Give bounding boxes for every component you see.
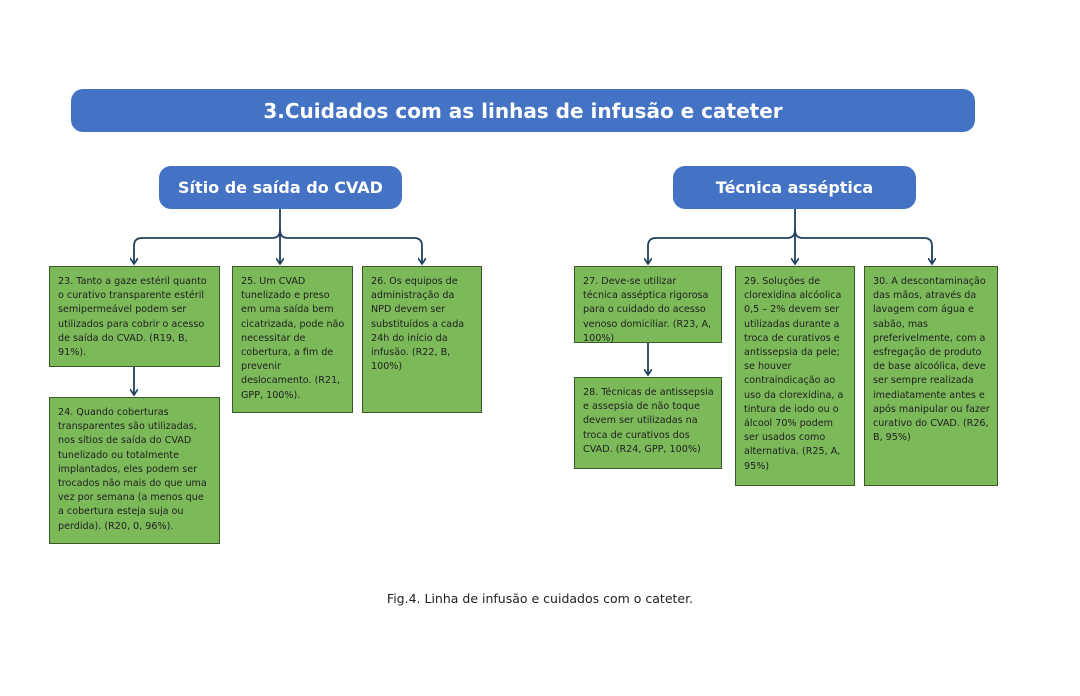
figure-caption: Fig.4. Linha de infusão e cuidados com o… (386, 591, 694, 606)
main-title: 3.Cuidados com as linhas de infusão e ca… (71, 89, 975, 132)
recommendation-25: 25. Um CVAD tunelizado e preso em uma sa… (232, 266, 353, 413)
recommendation-30: 30. A descontaminação das mãos, através … (864, 266, 998, 486)
recommendation-29: 29. Soluções de clorexidina alcóolica 0,… (735, 266, 855, 486)
section-heading-exit-site: Sítio de saída do CVAD (159, 166, 402, 209)
connector-right-trunk (648, 209, 796, 264)
recommendation-27: 27. Deve-se utilizar técnica asséptica r… (574, 266, 722, 344)
connector-left-right (279, 229, 422, 264)
recommendation-26: 26. Os equipos de administração da NPD d… (362, 266, 482, 413)
recommendation-28: 28. Técnicas de antissepsia e assepsia d… (574, 377, 722, 469)
recommendation-24: 24. Quando coberturas transparentes são … (49, 397, 220, 544)
connector-left-trunk (134, 209, 281, 264)
section-heading-aseptic-technique: Técnica asséptica (673, 166, 916, 209)
connector-right-right (794, 229, 932, 264)
recommendation-23: 23. Tanto a gaze estéril quanto o curati… (49, 266, 220, 367)
